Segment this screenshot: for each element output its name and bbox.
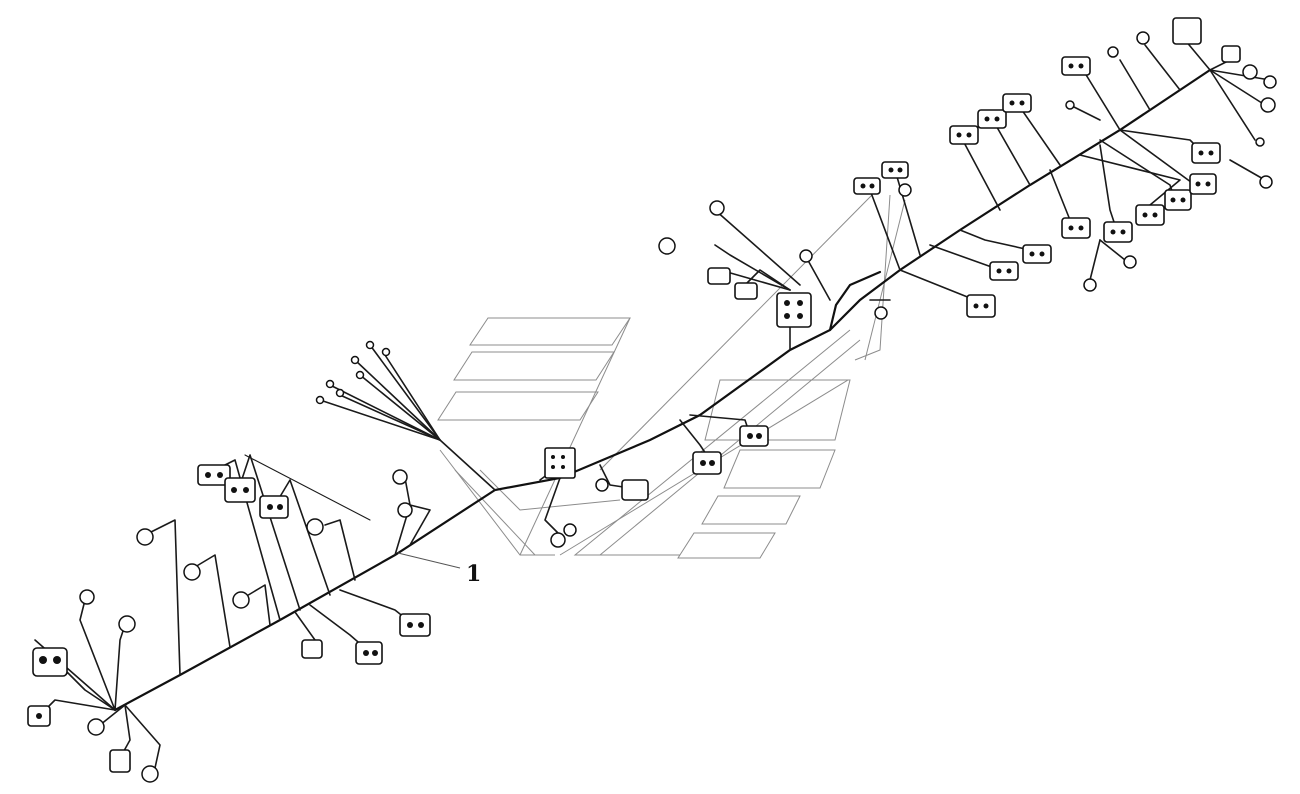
connector-block	[881, 161, 909, 179]
main-trunk	[113, 68, 1212, 712]
connector-block	[707, 267, 731, 285]
plugs	[79, 31, 1277, 783]
callout-label: 1	[466, 561, 481, 587]
connector-block	[1002, 93, 1032, 113]
connector-block	[1061, 56, 1091, 76]
connector-block	[1061, 217, 1091, 239]
connector-block	[1189, 173, 1217, 195]
connector-block	[109, 749, 131, 773]
branch-wires	[34, 39, 1271, 769]
callout-1: 1	[397, 552, 481, 587]
connector-block	[1135, 204, 1165, 226]
connector-block	[355, 641, 383, 665]
connector-block	[966, 294, 996, 318]
connector-block	[399, 613, 431, 637]
connector-block	[692, 451, 722, 475]
connector-block	[949, 125, 979, 145]
connector-block	[1164, 189, 1192, 211]
connector-block	[197, 464, 231, 486]
connector-block	[1022, 244, 1052, 264]
connector-block	[989, 261, 1019, 281]
connector-block	[544, 447, 576, 479]
connector-block	[1103, 221, 1133, 243]
connector-block	[776, 292, 812, 328]
connector-block	[27, 705, 51, 727]
connector-block	[739, 425, 769, 447]
connector-block	[621, 479, 649, 501]
connector-block	[224, 477, 256, 503]
connector-block	[301, 639, 323, 659]
connector-block	[1191, 142, 1221, 164]
connector-block	[734, 282, 758, 300]
connector-block	[32, 647, 68, 677]
connector-block	[259, 495, 289, 519]
guide-plates	[437, 194, 906, 559]
connector-block	[1221, 45, 1241, 63]
connector-block	[1172, 17, 1202, 45]
connectors	[27, 17, 1241, 773]
connector-block	[977, 109, 1007, 129]
callout-leader-line	[397, 552, 461, 569]
connector-block	[853, 177, 881, 195]
